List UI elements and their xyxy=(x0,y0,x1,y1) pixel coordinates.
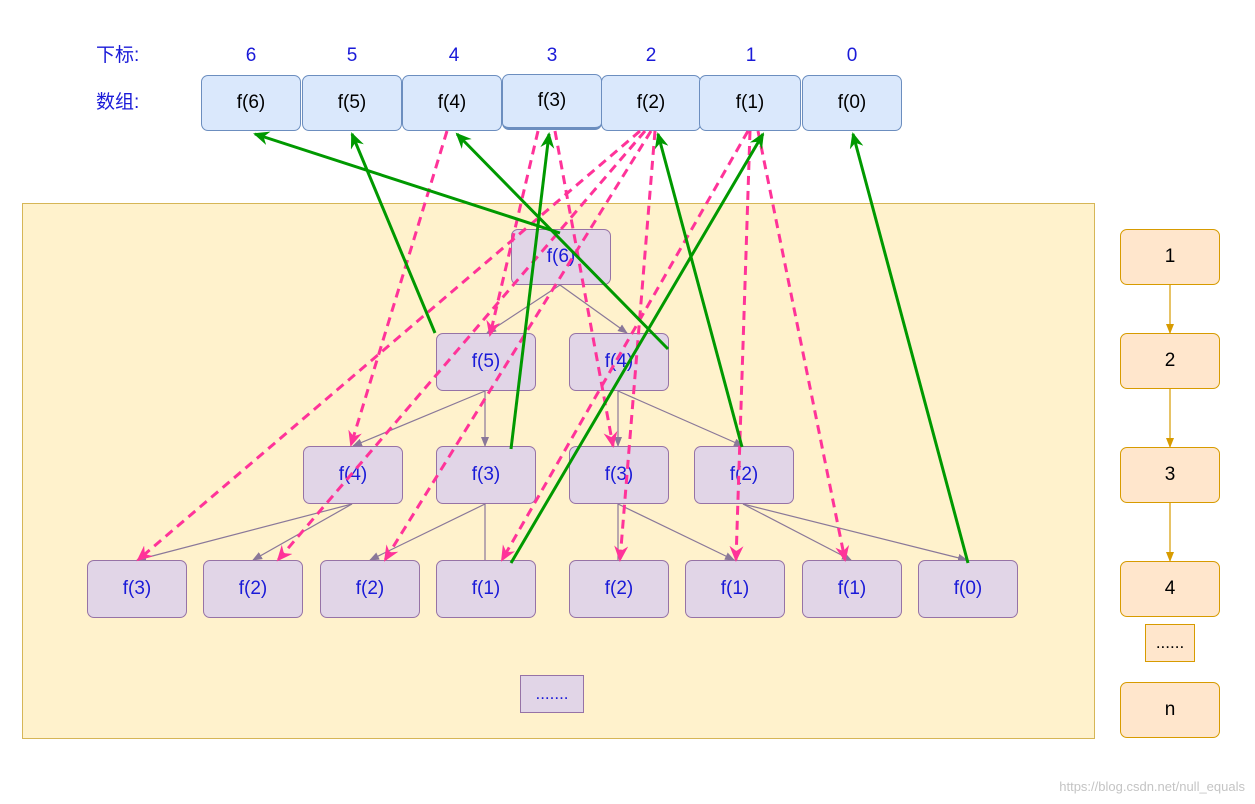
sequence-step-2: 2 xyxy=(1120,333,1220,389)
tree-more-ellipsis: ....... xyxy=(520,675,584,713)
tree-leaf-f1: f(1) xyxy=(436,560,536,618)
array-index: 0 xyxy=(846,45,858,66)
sequence-step-n: n xyxy=(1120,682,1220,738)
array-cell: f(5) xyxy=(302,75,402,131)
sequence-more-ellipsis: ...... xyxy=(1145,624,1195,662)
array-cell: f(4) xyxy=(402,75,502,131)
tree-leaf-f2: f(2) xyxy=(569,560,669,618)
tree-node-f2: f(2) xyxy=(694,446,794,504)
array-index: 6 xyxy=(245,45,257,66)
array-cell: f(1) xyxy=(699,75,801,131)
array-cell: f(3) xyxy=(502,74,602,130)
tree-node-f3: f(3) xyxy=(436,446,536,504)
tree-leaf-f2: f(2) xyxy=(203,560,303,618)
array-cell: f(0) xyxy=(802,75,902,131)
array-cell: f(6) xyxy=(201,75,301,131)
array-row-label: 数组: xyxy=(96,92,140,113)
index-row-label: 下标: xyxy=(96,45,140,66)
array-index: 4 xyxy=(448,45,460,66)
tree-leaf-f2: f(2) xyxy=(320,560,420,618)
recursion-tree-panel xyxy=(22,203,1095,739)
array-index: 1 xyxy=(745,45,757,66)
tree-leaf-f3: f(3) xyxy=(87,560,187,618)
sequence-step-1: 1 xyxy=(1120,229,1220,285)
sequence-step-3: 3 xyxy=(1120,447,1220,503)
tree-node-f4: f(4) xyxy=(303,446,403,504)
tree-leaf-f1: f(1) xyxy=(685,560,785,618)
array-index: 5 xyxy=(346,45,358,66)
array-index: 2 xyxy=(645,45,657,66)
tree-leaf-f1: f(1) xyxy=(802,560,902,618)
array-cell: f(2) xyxy=(601,75,701,131)
array-index: 3 xyxy=(546,45,558,66)
tree-node-f3: f(3) xyxy=(569,446,669,504)
sequence-step-4: 4 xyxy=(1120,561,1220,617)
watermark: https://blog.csdn.net/null_equals xyxy=(1059,779,1245,794)
